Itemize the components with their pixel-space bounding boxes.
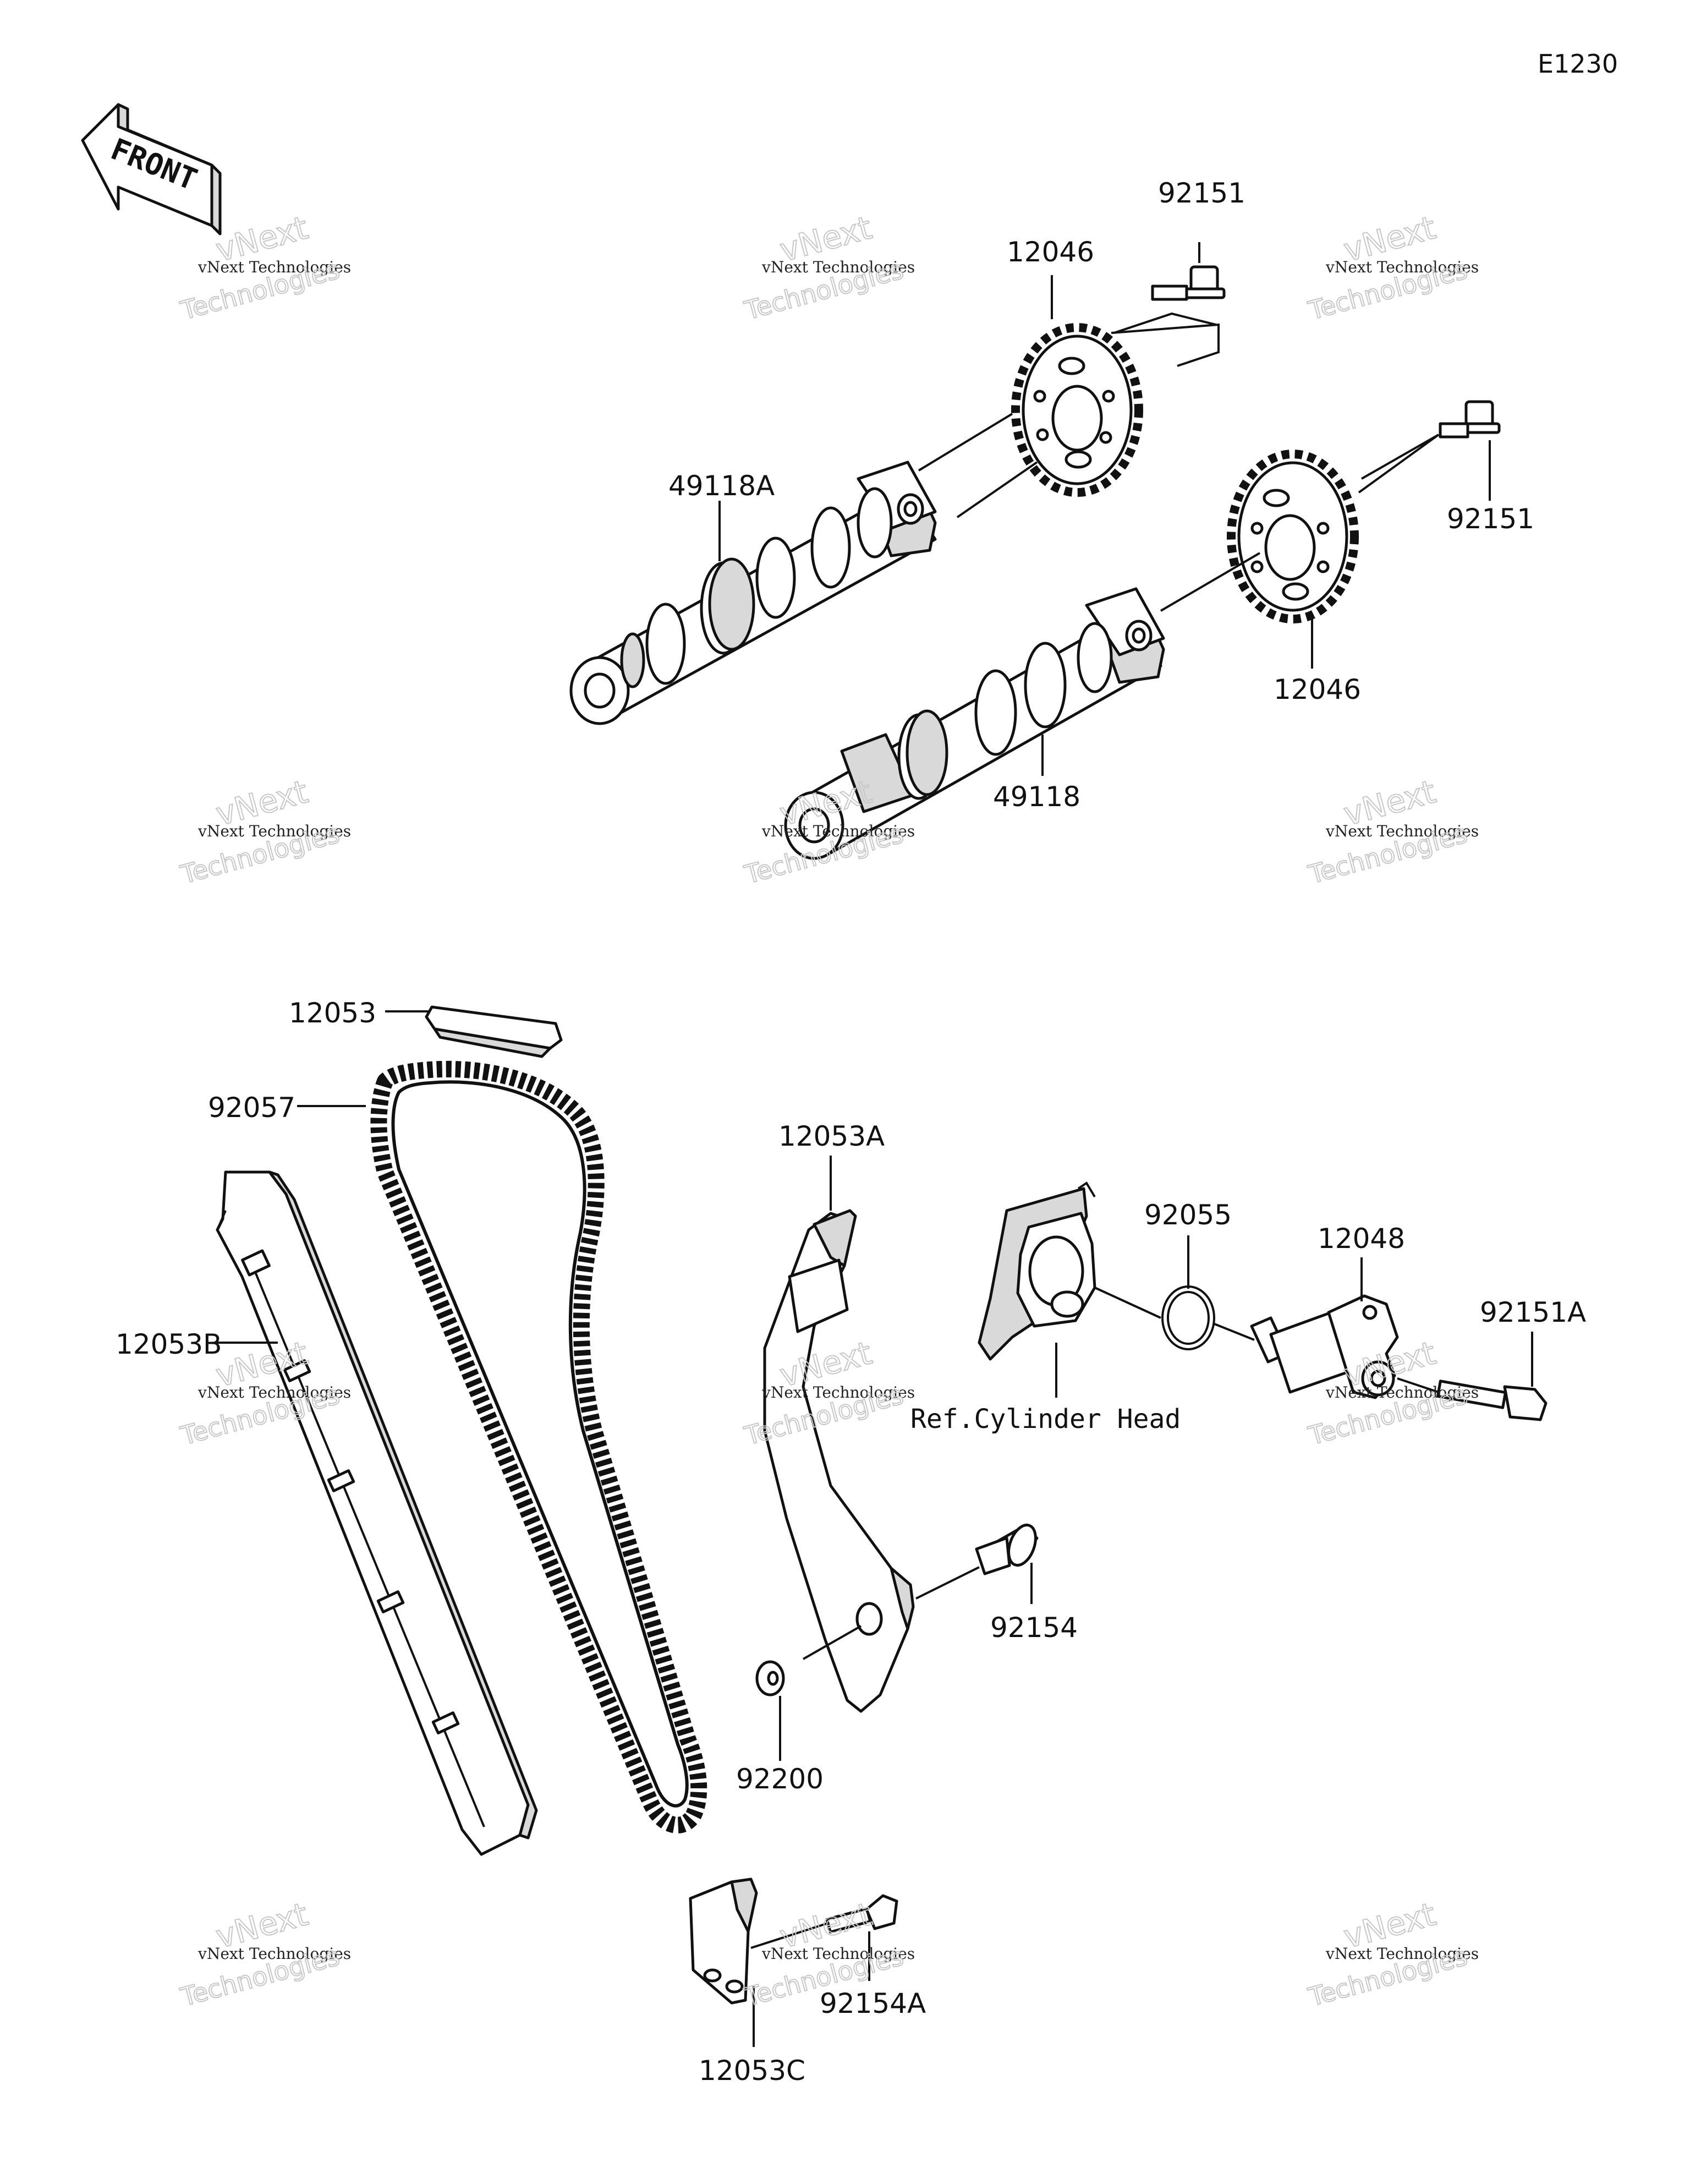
svg-text:vNext Technologies: vNext Technologies bbox=[197, 1945, 351, 1963]
pivot-bolt-icon bbox=[975, 1524, 1039, 1575]
guide-c-icon bbox=[689, 1878, 758, 2005]
watermark-9: vNext vNext Technologies Technologies bbox=[1304, 1333, 1479, 1451]
label-tensioner: 12048 bbox=[1318, 1223, 1405, 1255]
svg-text:vNext Technologies: vNext Technologies bbox=[1325, 1945, 1479, 1963]
watermark-1: vNext vNext Technologies Technologies bbox=[177, 208, 351, 326]
watermark-2: vNext vNext Technologies Technologies bbox=[740, 208, 915, 326]
svg-text:vNext Technologies: vNext Technologies bbox=[761, 258, 915, 276]
svg-text:vNext Technologies: vNext Technologies bbox=[761, 822, 915, 840]
watermark: vNext vNext Technologies Technologies vN… bbox=[177, 208, 1479, 2012]
label-chain: 92057 bbox=[208, 1092, 295, 1124]
chain-icon bbox=[370, 1060, 707, 1833]
watermark-6: vNext vNext Technologies Technologies bbox=[1304, 772, 1479, 890]
label-bolt-tensioner: 92151A bbox=[1480, 1296, 1586, 1328]
guide-a-icon bbox=[763, 1209, 915, 1713]
label-camshaft: 49118 bbox=[993, 781, 1080, 813]
label-bolt-right: 92151 bbox=[1447, 503, 1534, 535]
label-bolt-top: 92151 bbox=[1158, 177, 1245, 209]
washer-icon bbox=[755, 1660, 785, 1696]
watermark-3: vNext vNext Technologies Technologies bbox=[1304, 208, 1479, 326]
svg-text:vNext Technologies: vNext Technologies bbox=[1325, 258, 1479, 276]
label-oring: 92055 bbox=[1144, 1199, 1232, 1231]
svg-text:vNext Technologies: vNext Technologies bbox=[761, 1945, 915, 1963]
watermark-12: vNext vNext Technologies Technologies bbox=[1304, 1895, 1479, 2012]
front-arrow-icon: FRONT bbox=[81, 103, 222, 236]
reference-label: Ref.Cylinder Head bbox=[910, 1404, 1181, 1435]
label-bolt-guide-c: 92154A bbox=[820, 1988, 926, 2019]
bolt-top-icon bbox=[1151, 265, 1226, 301]
svg-text:vNext Technologies: vNext Technologies bbox=[1325, 822, 1479, 840]
label-pivot-bolt: 92154 bbox=[990, 1612, 1078, 1644]
camshaft-a-icon bbox=[569, 461, 937, 725]
label-washer: 92200 bbox=[736, 1763, 824, 1795]
label-guide-b: 12053B bbox=[116, 1328, 222, 1360]
bolt-tensioner-icon bbox=[1436, 1380, 1548, 1421]
camshaft-icon bbox=[784, 587, 1165, 860]
sprocket-right-icon bbox=[1227, 450, 1359, 623]
label-guide-a: 12053A bbox=[778, 1120, 885, 1152]
bolt-right-icon bbox=[1439, 400, 1501, 439]
label-sprocket-top: 12046 bbox=[1007, 236, 1094, 268]
guide-b-icon bbox=[216, 1170, 538, 1856]
tensioner-icon bbox=[1250, 1294, 1399, 1399]
sprocket-top-icon bbox=[1011, 323, 1143, 497]
diagram-code: E1230 bbox=[1538, 49, 1618, 79]
guide-top-icon bbox=[425, 1005, 563, 1058]
bolt-guide-c-icon bbox=[825, 1894, 898, 1934]
svg-text:vNext Technologies: vNext Technologies bbox=[1325, 1383, 1479, 1402]
svg-text:vNext Technologies: vNext Technologies bbox=[197, 1383, 351, 1402]
cylinder-head-icon bbox=[978, 1181, 1096, 1361]
svg-text:vNext Technologies: vNext Technologies bbox=[197, 258, 351, 276]
label-guide-top: 12053 bbox=[289, 997, 376, 1029]
oring-icon bbox=[1161, 1285, 1215, 1350]
label-guide-c: 12053C bbox=[699, 2055, 805, 2087]
watermark-4: vNext vNext Technologies Technologies bbox=[177, 772, 351, 890]
watermark-10: vNext vNext Technologies Technologies bbox=[177, 1895, 351, 2012]
svg-text:vNext Technologies: vNext Technologies bbox=[197, 822, 351, 840]
label-sprocket-right: 12046 bbox=[1274, 674, 1361, 705]
svg-text:vNext Technologies: vNext Technologies bbox=[761, 1383, 915, 1402]
label-camshaft-a: 49118A bbox=[668, 470, 775, 502]
